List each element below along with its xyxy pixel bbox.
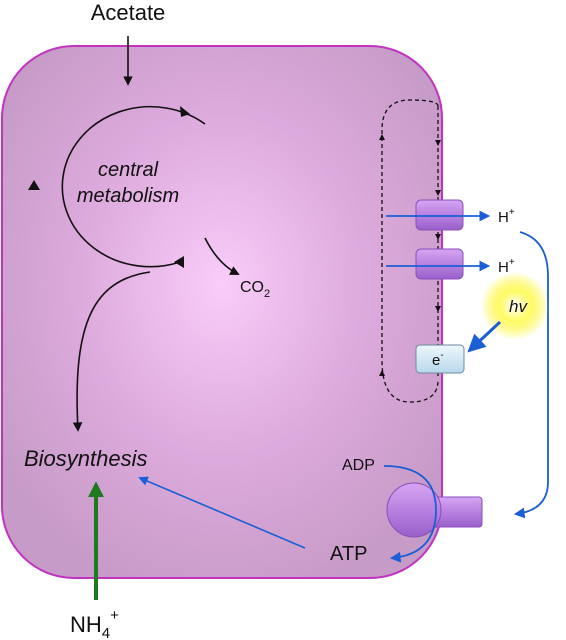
co2-text: CO [240,279,264,296]
nh4-label: NH4+ [70,607,119,640]
proton-pump-top [415,199,464,231]
loop-arrowhead-6 [379,370,385,376]
loop-arrowhead-4 [435,306,441,312]
co2-arrow [204,237,240,275]
electron-box [415,344,465,374]
proton-label-top: H+ [498,207,515,226]
cycle-arrowhead-bottom [174,256,184,268]
atp-synthase-head [386,482,442,538]
cycle-arrowhead-left [28,180,40,190]
adp-label: ADP [342,457,375,474]
loop-arrowhead-1 [435,140,441,146]
nh4-superscript: + [110,607,119,624]
proton-top-text: H [498,209,509,226]
loop-arrowhead-5 [379,134,385,140]
nh4-subscript: 4 [102,625,110,640]
proton-top-sup: + [509,207,515,218]
biosynthesis-label: Biosynthesis [24,446,148,471]
light-arrow [467,320,502,353]
central-metabolism-line2: metabolism [77,185,179,207]
electron-sup: - [440,350,443,361]
proton-pump-bottom [415,248,464,280]
electron-label: e- [432,350,444,369]
electron-text: e [432,352,440,369]
light-label: hv [509,297,528,316]
nh4-text: NH [70,612,102,637]
adp-to-atp-arrow [383,465,437,563]
biosynthesis-flux-arrow [72,271,151,432]
proton-return-path [513,231,549,519]
proton-label-bottom: H+ [498,257,515,276]
electron-transport-loop [381,99,439,403]
cycle-arrowhead-top [180,106,190,117]
central-metabolism-line1: central [98,159,159,181]
co2-label: CO2 [240,279,270,300]
loop-arrowhead-2 [435,190,441,196]
central-metabolism-cycle [61,105,206,268]
proton-bottom-text: H [498,259,509,276]
atp-label: ATP [330,543,367,565]
loop-arrowhead-3 [435,234,441,240]
atp-to-biosynthesis-arrow [138,476,306,549]
proton-bottom-sup: + [509,257,515,268]
cell-body [1,45,443,579]
acetate-label: Acetate [91,0,166,25]
co2-subscript: 2 [264,288,270,300]
